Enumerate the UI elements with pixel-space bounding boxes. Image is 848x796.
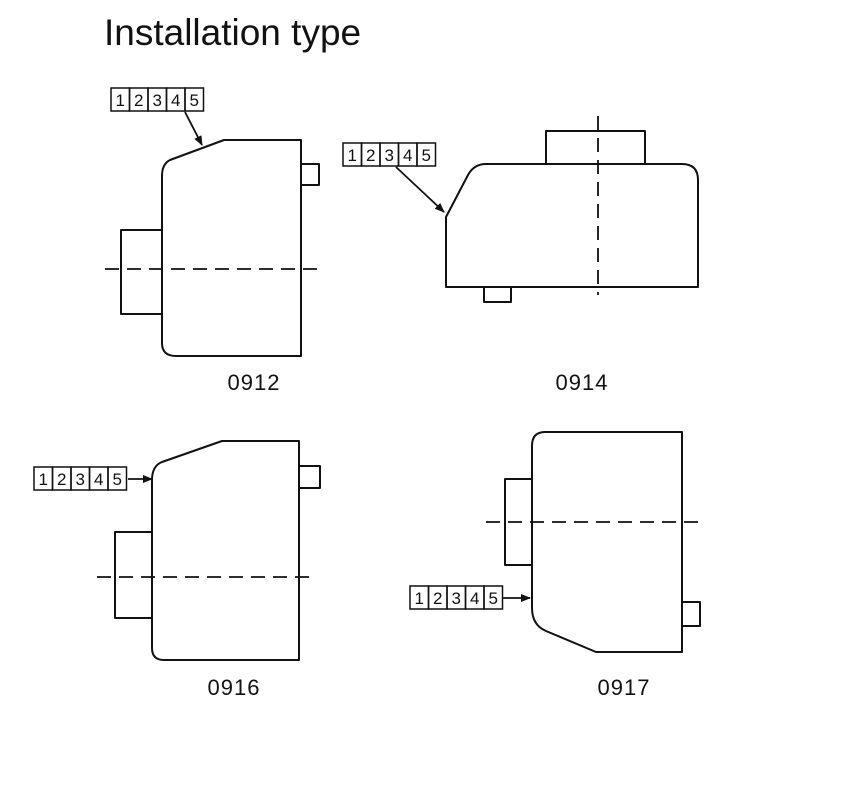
label-digit: 4 — [171, 91, 180, 110]
label-digit: 3 — [153, 91, 162, 110]
variant-code: 0912 — [228, 370, 281, 395]
label-digit: 4 — [403, 146, 412, 165]
label-digit: 2 — [366, 146, 375, 165]
housing-body — [151, 440, 300, 661]
label-digit: 4 — [470, 589, 479, 608]
label-digit: 5 — [489, 589, 498, 608]
label-digit: 2 — [433, 589, 442, 608]
label-digit: 2 — [57, 470, 66, 489]
label-digit: 5 — [190, 91, 199, 110]
label-digit: 3 — [76, 470, 85, 489]
label-cell — [184, 87, 205, 112]
label-digit: 3 — [385, 146, 394, 165]
label-digit: 1 — [39, 470, 48, 489]
side-connector — [114, 531, 153, 619]
housing-body — [445, 163, 699, 288]
label-digit: 1 — [415, 589, 424, 608]
variant-code: 0914 — [556, 370, 609, 395]
label-cell — [416, 142, 437, 167]
label-arrow — [395, 166, 445, 213]
label-cell — [483, 585, 504, 610]
side-connector — [120, 229, 163, 315]
label-cell — [107, 466, 128, 491]
terminal-box — [298, 465, 321, 489]
top-connector — [545, 130, 646, 165]
label-arrow — [184, 111, 203, 146]
label-digit: 1 — [348, 146, 357, 165]
terminal-box — [483, 286, 512, 303]
variant-code: 0916 — [208, 675, 261, 700]
label-digit: 2 — [134, 91, 143, 110]
housing-body — [531, 431, 683, 653]
terminal-box — [681, 601, 701, 627]
housing-body — [161, 139, 302, 357]
label-digit: 4 — [94, 470, 103, 489]
label-digit: 3 — [452, 589, 461, 608]
terminal-box — [300, 163, 320, 186]
variant-code: 0917 — [598, 675, 651, 700]
label-digit: 5 — [422, 146, 431, 165]
label-digit: 5 — [113, 470, 122, 489]
page-title: Installation type — [104, 12, 361, 53]
label-digit: 1 — [116, 91, 125, 110]
